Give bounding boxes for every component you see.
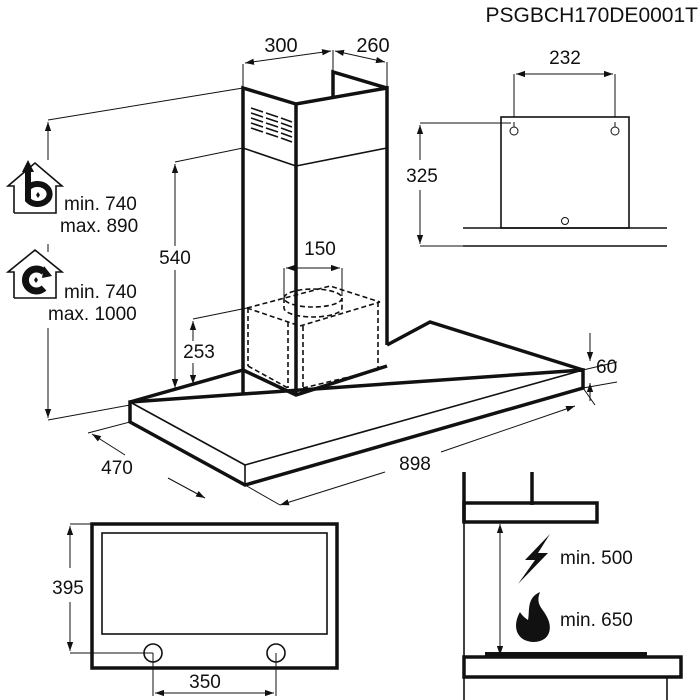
canopy-depth-label: 470	[101, 458, 133, 479]
electric-clearance-label: min. 500	[560, 548, 633, 569]
outlet-diameter-label: 150	[304, 239, 336, 260]
canopy-width-label: 898	[399, 454, 431, 475]
bracket-height-label: 325	[406, 166, 438, 187]
underside-height-label: 395	[52, 578, 84, 599]
lightning-icon	[518, 534, 550, 584]
gas-clearance-label: min. 650	[560, 610, 633, 631]
chimney-height-label: 540	[159, 248, 191, 269]
keyhole-slot-left	[509, 122, 519, 136]
filter-box-height-label: 253	[183, 342, 215, 363]
clearance-view: min. 500 min. 650	[462, 472, 683, 700]
wall-bracket-view: 232 325	[406, 48, 667, 247]
chimney-width-dimension: 300	[242, 35, 388, 88]
extraction-min-label: min. 740	[64, 194, 137, 215]
extraction-mode: min. 740 max. 890	[5, 160, 138, 237]
model-code: PSGBCH170DE0001T	[486, 4, 699, 27]
light-spacing-label: 350	[189, 672, 221, 693]
hole-spacing-label: 232	[549, 48, 581, 69]
recirculation-mode: min. 740 max. 1000	[5, 248, 137, 325]
carbon-filter-box	[246, 285, 381, 389]
underside-view: 395 350	[52, 522, 339, 697]
house-recirculation-fan-icon	[5, 248, 65, 299]
chimney-width-label: 300	[264, 35, 297, 57]
house-extraction-fan-icon	[5, 160, 65, 214]
canopy-thickness-label: 60	[596, 357, 617, 378]
flame-icon	[516, 592, 550, 642]
chimney-vent-slots	[250, 107, 293, 143]
keyhole-slot-right	[610, 122, 620, 136]
chimney-depth-label: 260	[356, 35, 389, 57]
hob-surface	[485, 652, 647, 658]
hood-isometric-view: 300 260	[44, 35, 617, 506]
recirculation-min-label: min. 740	[64, 282, 137, 303]
extraction-max-label: max. 890	[60, 216, 138, 237]
recirculation-max-label: max. 1000	[48, 304, 137, 325]
